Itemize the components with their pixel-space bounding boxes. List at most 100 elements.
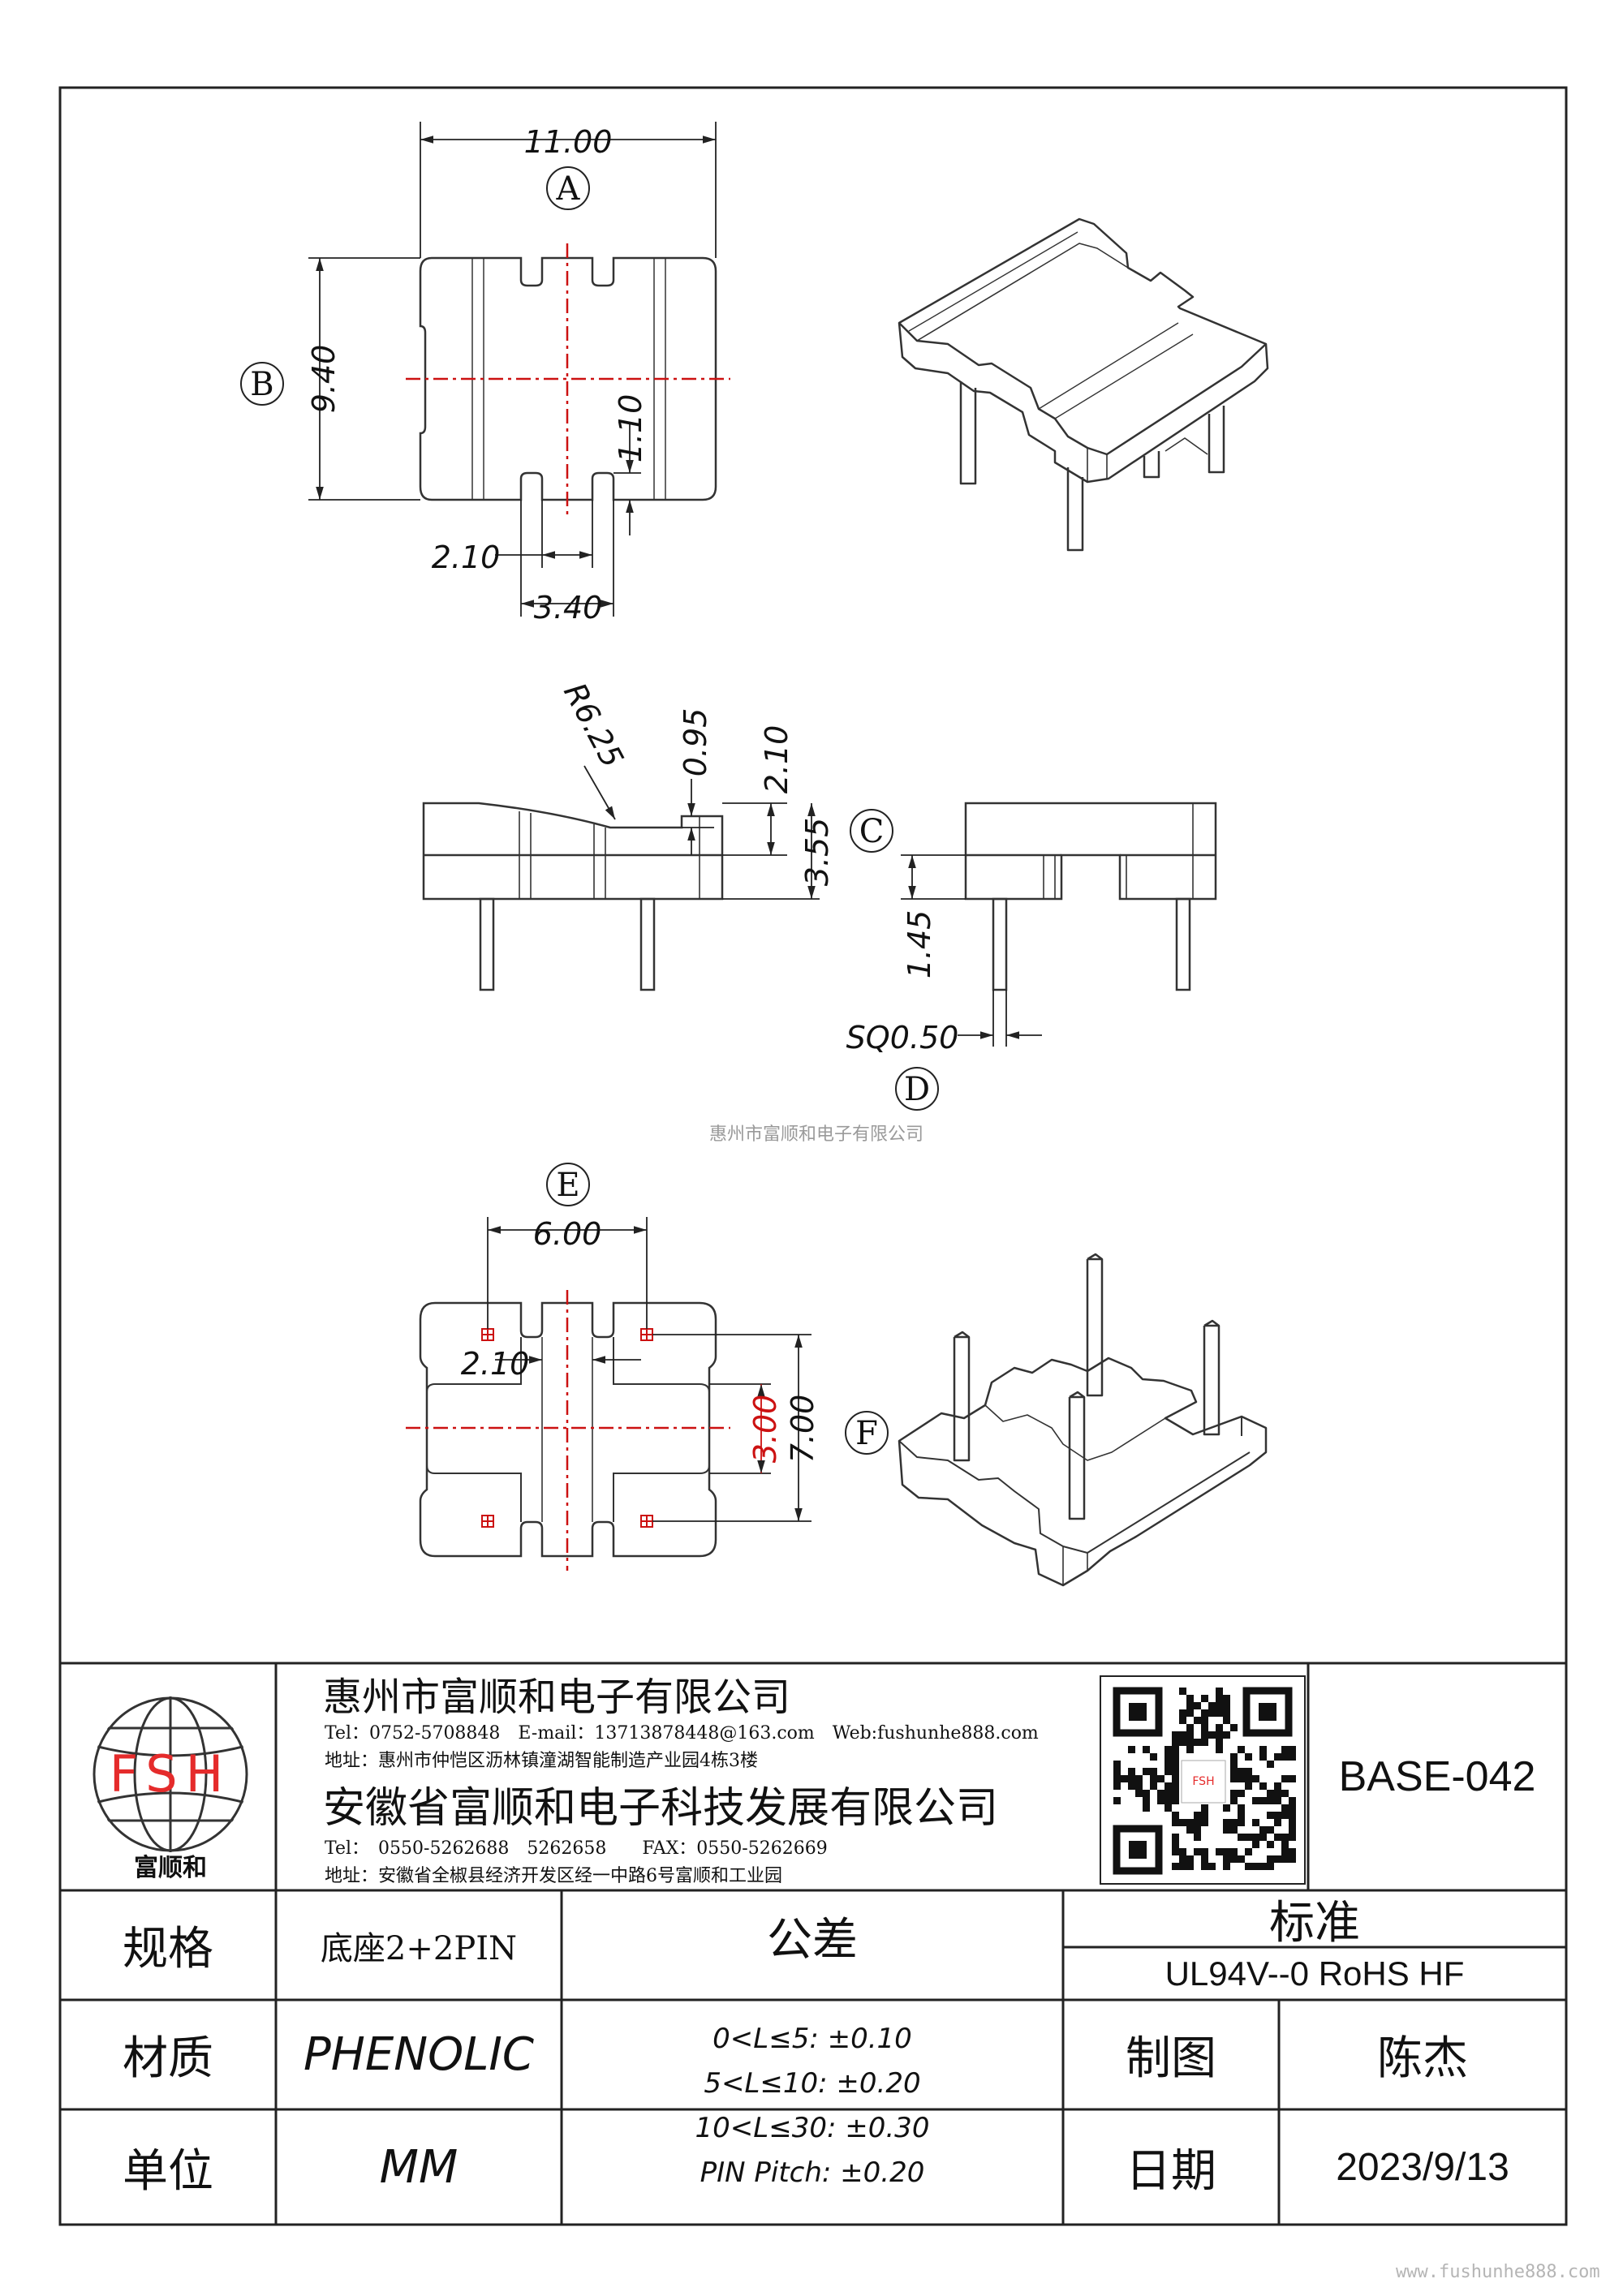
spec-label: 规格	[123, 1923, 213, 1976]
qr-module	[1267, 1855, 1274, 1863]
qr-module	[1150, 1768, 1157, 1775]
company2-address: 地址：安徽省全椒县经济开发区经一中路6号富顺和工业园	[325, 1866, 782, 1886]
dim-e-pin-pitch-x: 6.00	[533, 1216, 602, 1252]
qr-module	[1172, 1834, 1179, 1841]
qr-module	[1128, 1775, 1135, 1782]
date-value: 2023/9/13	[1336, 2145, 1509, 2189]
label-circle-c: C	[850, 809, 893, 853]
qr-module	[1252, 1834, 1259, 1841]
svg-text:C: C	[859, 813, 885, 850]
qr-module	[1201, 1863, 1208, 1870]
qr-module	[1135, 1790, 1143, 1797]
standard-value: UL94V--0 RoHS HF	[1165, 1954, 1465, 1993]
qr-module	[1230, 1855, 1238, 1863]
qr-module	[1208, 1702, 1216, 1709]
qr-module	[1238, 1855, 1245, 1863]
qr-module	[1216, 1739, 1223, 1746]
dim-c-top-height: 2.10	[759, 725, 794, 794]
qr-module	[1157, 1797, 1165, 1804]
qr-module	[1172, 1739, 1179, 1746]
tolerance-label: 公差	[767, 1913, 858, 1967]
qr-module	[1274, 1790, 1281, 1797]
qr-module	[1230, 1761, 1238, 1768]
qr-module	[1194, 1826, 1201, 1834]
qr-module	[1216, 1702, 1223, 1709]
fsh-logo: FSH 富顺和	[93, 1696, 248, 1882]
label-circle-b: B	[240, 362, 284, 406]
qr-module	[1223, 1804, 1230, 1812]
qr-module	[1179, 1848, 1186, 1855]
qr-module	[1165, 1797, 1172, 1804]
qr-module	[1223, 1709, 1230, 1717]
qr-module	[1223, 1855, 1230, 1863]
qr-module	[1230, 1768, 1238, 1775]
qr-module	[1179, 1739, 1186, 1746]
qr-module	[1113, 1797, 1121, 1804]
tolerance-3: 10<L≤30: ±0.30	[695, 2112, 930, 2144]
qr-module	[1201, 1717, 1208, 1724]
unit-value: MM	[379, 2140, 458, 2194]
svg-text:A: A	[556, 170, 581, 208]
qr-module	[1113, 1761, 1121, 1768]
qr-module	[1150, 1782, 1157, 1790]
qr-module	[1216, 1695, 1223, 1702]
qr-module	[1216, 1724, 1223, 1731]
qr-module	[1179, 1688, 1186, 1695]
qr-module	[1274, 1812, 1281, 1819]
qr-module	[1289, 1775, 1296, 1782]
qr-module	[1245, 1775, 1252, 1782]
qr-module	[1289, 1826, 1296, 1834]
unit-label: 单位	[123, 2144, 213, 2198]
qr-module	[1186, 1709, 1194, 1717]
qr-module	[1165, 1768, 1172, 1775]
qr-module	[1267, 1790, 1274, 1797]
qr-module	[1201, 1731, 1208, 1739]
qr-module	[1172, 1797, 1179, 1804]
qr-module	[1201, 1848, 1208, 1855]
qr-module	[1194, 1739, 1201, 1746]
qr-module	[1113, 1768, 1121, 1775]
qr-module	[1267, 1797, 1274, 1804]
qr-module	[1223, 1863, 1230, 1870]
qr-module	[1172, 1753, 1179, 1761]
qr-module	[1281, 1834, 1289, 1841]
qr-module	[1274, 1782, 1281, 1790]
qr-module	[1179, 1855, 1186, 1863]
qr-module	[1245, 1834, 1252, 1841]
qr-module	[1259, 1753, 1267, 1761]
qr-module	[1267, 1863, 1274, 1870]
qr-module	[1113, 1782, 1121, 1790]
qr-module	[1289, 1804, 1296, 1812]
qr-module	[1289, 1834, 1296, 1841]
dim-d-pin-size: SQ0.50	[846, 1020, 959, 1056]
label-circle-d: D	[895, 1067, 939, 1111]
qr-module	[1113, 1775, 1121, 1782]
qr-module	[1186, 1731, 1194, 1739]
view-d-dimensions	[901, 854, 1042, 1047]
qr-module	[1201, 1709, 1208, 1717]
drawing-border	[58, 86, 1568, 2226]
drawn-value: 陈杰	[1377, 2032, 1468, 2085]
qr-module	[1230, 1753, 1238, 1761]
label-circle-f: F	[845, 1411, 889, 1455]
qr-module	[1289, 1848, 1296, 1855]
qr-module	[1252, 1819, 1259, 1826]
qr-module	[1289, 1812, 1296, 1819]
qr-module	[1281, 1812, 1289, 1819]
qr-module	[1165, 1753, 1172, 1761]
dim-c-depth: 0.95	[678, 708, 713, 777]
qr-module	[1245, 1768, 1252, 1775]
qr-module	[1223, 1848, 1230, 1855]
qr-module	[1194, 1819, 1201, 1826]
qr-module	[1194, 1702, 1201, 1709]
qr-module	[1223, 1717, 1230, 1724]
qr-module	[1230, 1819, 1238, 1826]
qr-module	[1172, 1790, 1179, 1797]
qr-module	[1135, 1775, 1143, 1782]
qr-module	[1274, 1819, 1281, 1826]
qr-module	[1216, 1709, 1223, 1717]
qr-module	[1216, 1688, 1223, 1695]
qr-module	[1223, 1731, 1230, 1739]
qr-module	[1194, 1848, 1201, 1855]
qr-module	[1165, 1804, 1172, 1812]
